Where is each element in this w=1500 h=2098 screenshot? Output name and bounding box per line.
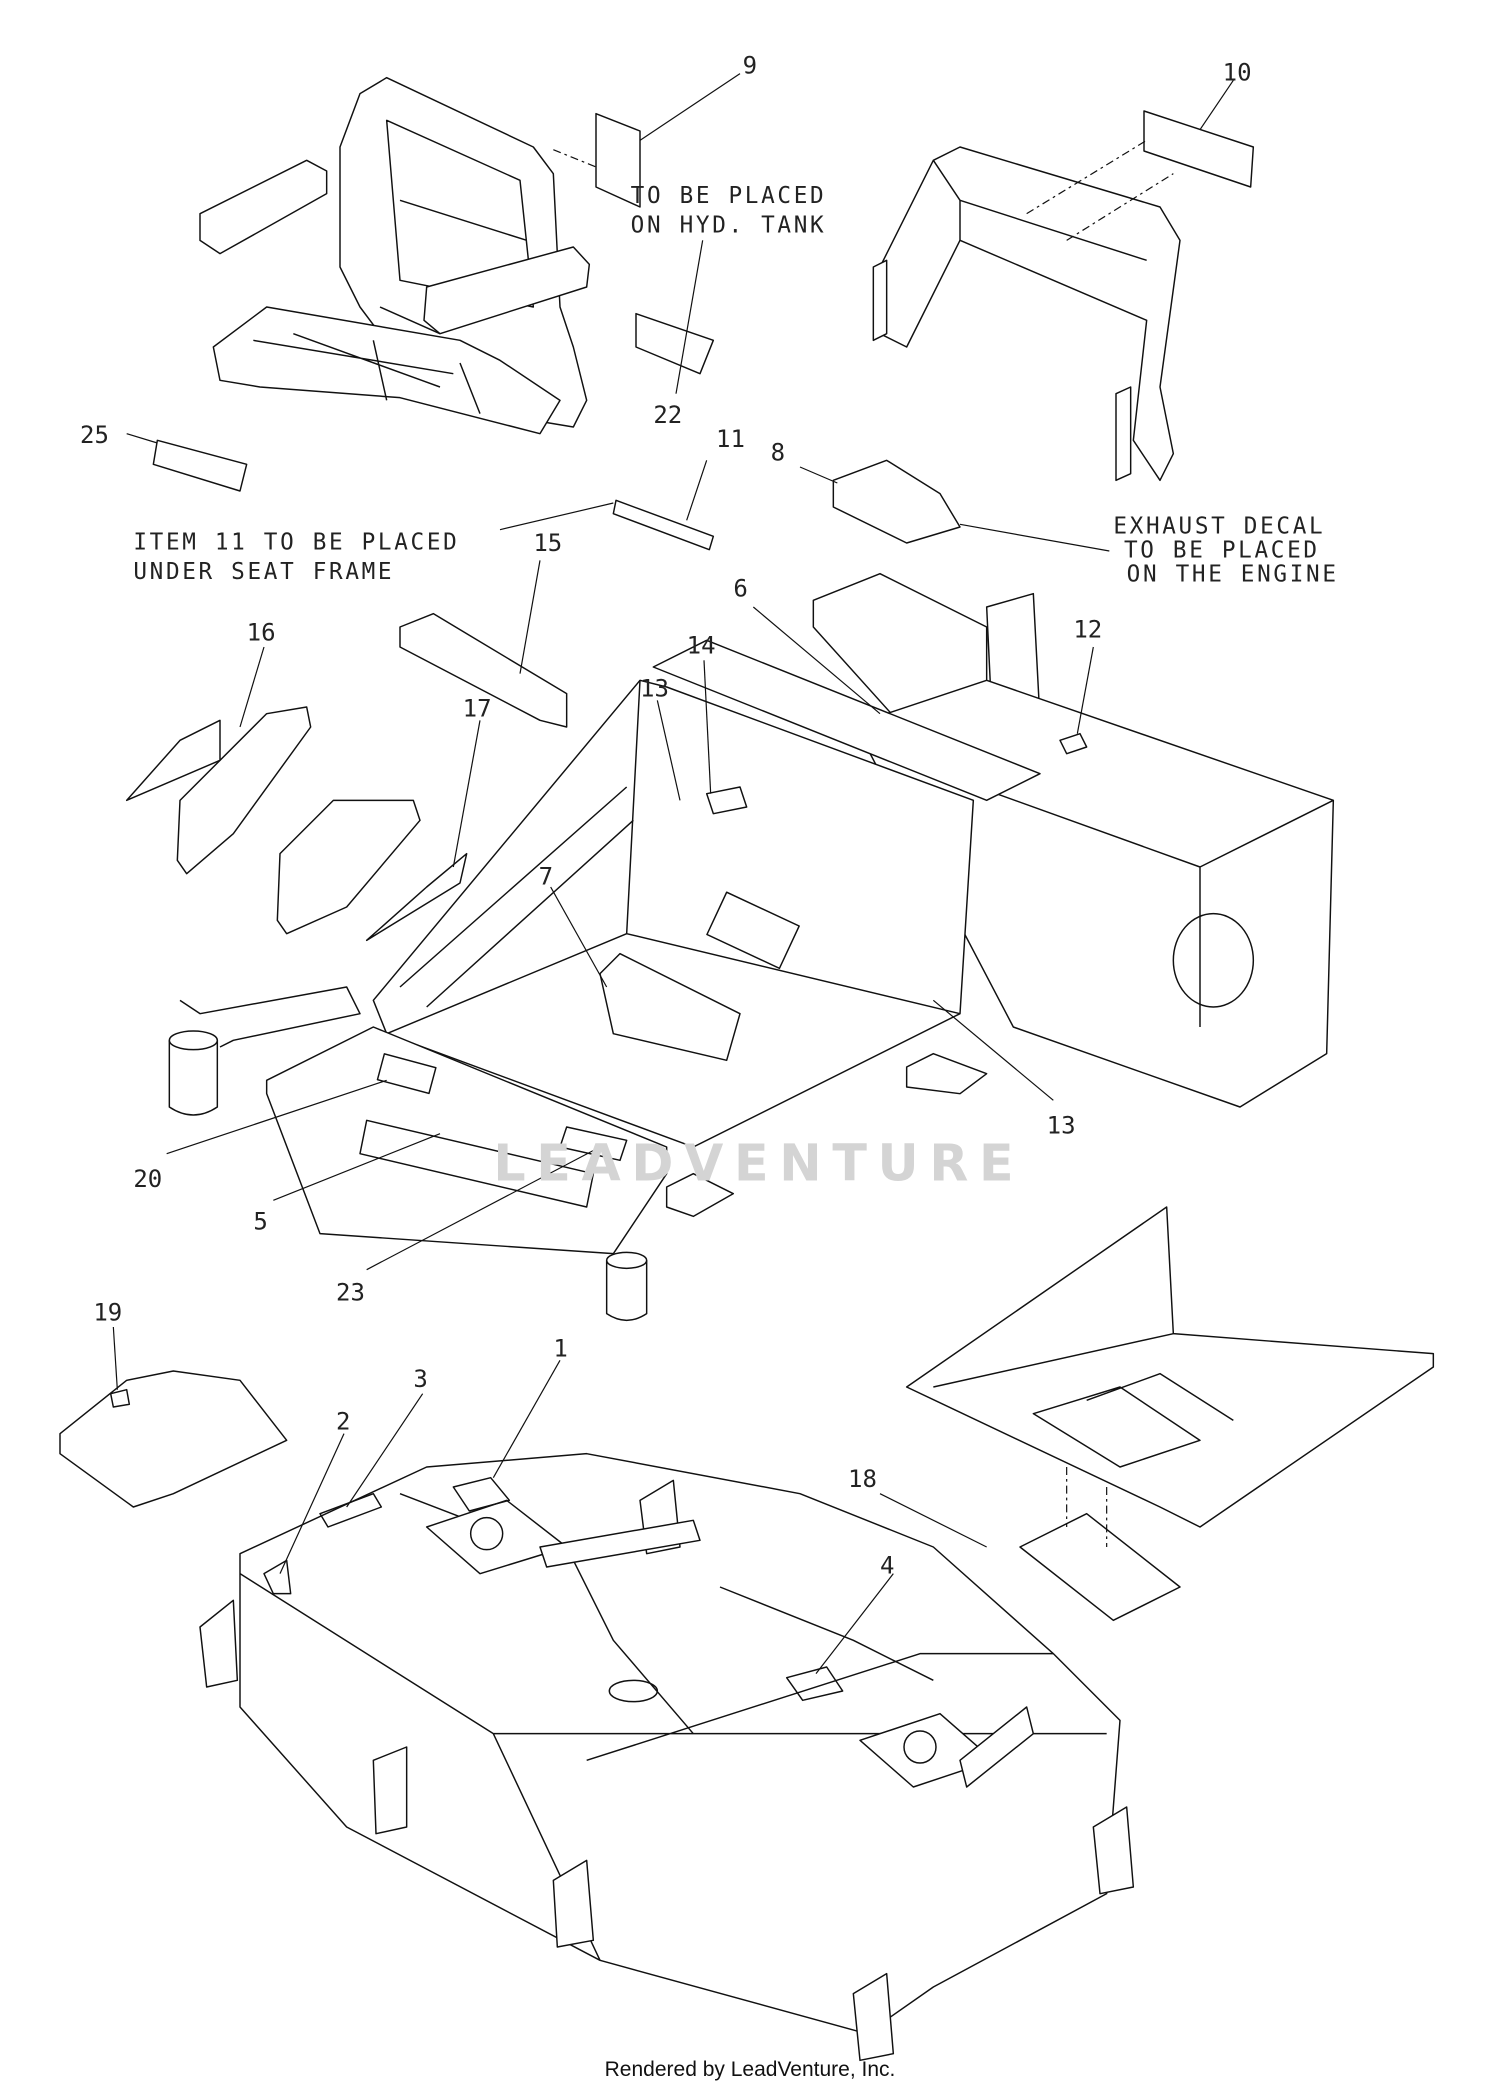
callout-11: 11: [716, 425, 745, 453]
note-exhaust-line3: ON THE ENGINE: [1127, 562, 1339, 588]
foot-pan: [905, 1206, 1435, 1528]
decal-25: [152, 439, 248, 492]
decal-3: [319, 1492, 383, 1528]
main-frame: [168, 572, 1335, 1322]
cover-19: [59, 1370, 288, 1508]
decal-9: [595, 112, 641, 208]
callout-20: 20: [133, 1165, 162, 1193]
callout-22: 22: [653, 401, 682, 429]
callout-6: 6: [733, 574, 747, 602]
callout-2: 2: [336, 1408, 350, 1436]
callout-14: 14: [687, 632, 716, 660]
callout-25: 25: [80, 421, 109, 449]
decal-12: [1059, 732, 1088, 755]
callout-19: 19: [93, 1298, 122, 1326]
decal-17: [365, 852, 468, 942]
decal-8: [832, 459, 961, 544]
callout-13-bottom: 13: [1047, 1112, 1076, 1140]
bracket-15: [399, 612, 568, 728]
decal-22: [635, 312, 715, 375]
seat: [199, 76, 591, 435]
decal-11: [612, 499, 715, 551]
rops-bar: [872, 146, 1181, 482]
callout-16: 16: [247, 618, 276, 646]
side-plate-17: [276, 799, 421, 935]
note-hyd-tank-line1: TO BE PLACED: [631, 183, 827, 209]
footer-credit: Rendered by LeadVenture, Inc.: [604, 2058, 896, 2081]
note-exhaust-line2: TO BE PLACED: [1124, 538, 1320, 564]
note-hyd-tank-line2: ON HYD. TANK: [631, 212, 827, 238]
decal-4: [785, 1666, 844, 1702]
decal-16: [125, 719, 221, 802]
callout-18: 18: [848, 1465, 877, 1493]
note-exhaust-line1: EXHAUST DECAL: [1113, 514, 1325, 540]
watermark: LEADVENTURE: [493, 1133, 1024, 1192]
callout-5: 5: [253, 1208, 267, 1236]
decal-10: [1143, 110, 1255, 188]
decal-18: [1019, 1512, 1181, 1622]
decal-14: [705, 786, 748, 815]
callout-17: 17: [463, 694, 492, 722]
decal-1: [452, 1476, 511, 1512]
callout-15: 15: [533, 529, 562, 557]
callout-7: 7: [539, 862, 553, 890]
callout-12: 12: [1073, 616, 1102, 644]
callout-10: 10: [1223, 58, 1252, 86]
side-plate-16: [176, 706, 312, 875]
callout-4: 4: [880, 1552, 894, 1580]
note-item11-line2: UNDER SEAT FRAME: [133, 559, 394, 585]
mower-deck: [199, 1452, 1135, 2062]
decal-2: [263, 1559, 292, 1595]
callout-3: 3: [413, 1365, 427, 1393]
decal-19: [109, 1388, 131, 1408]
callout-8: 8: [771, 438, 785, 466]
callout-1: 1: [553, 1334, 567, 1362]
callout-9: 9: [743, 52, 757, 80]
callout-23: 23: [336, 1278, 365, 1306]
note-item11-line1: ITEM 11 TO BE PLACED: [133, 530, 459, 556]
callout-13-top: 13: [640, 674, 669, 702]
